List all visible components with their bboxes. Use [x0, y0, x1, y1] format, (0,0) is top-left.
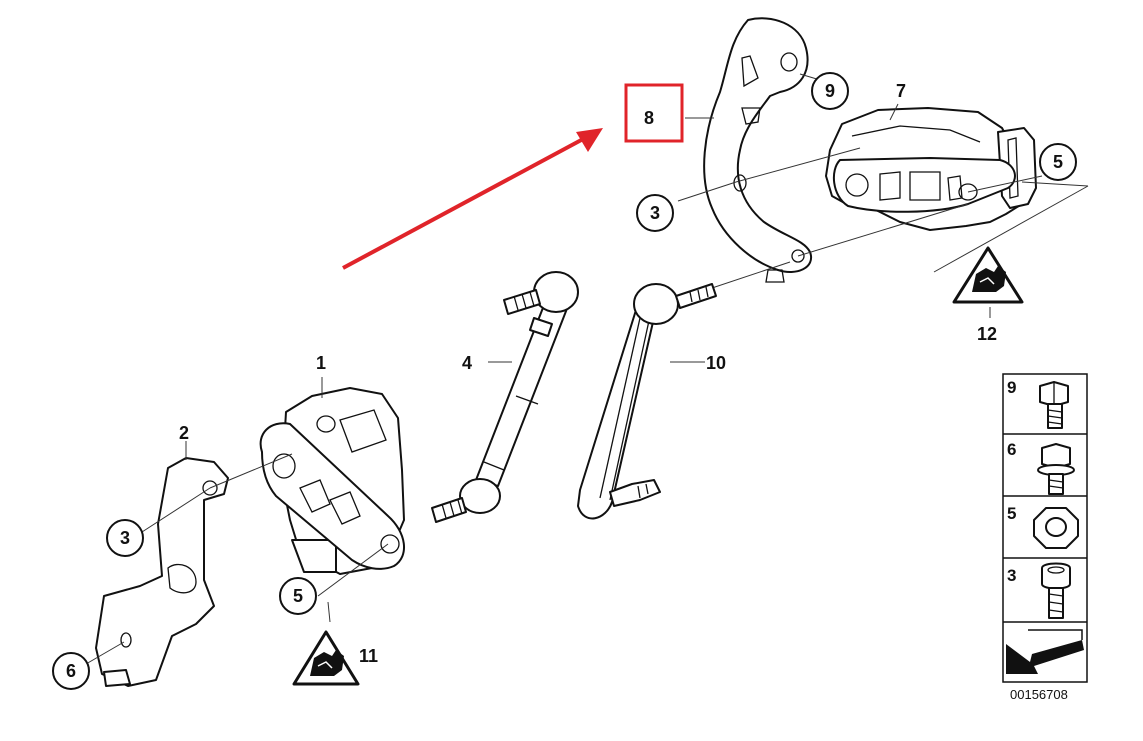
- upper-level-sensor: [825, 107, 1037, 231]
- svg-text:5: 5: [293, 586, 303, 606]
- legend-label: 3: [1007, 566, 1016, 585]
- catalog-number: 00156708: [1010, 687, 1068, 702]
- label-2: 2: [179, 423, 189, 443]
- label-4: 4: [462, 353, 472, 373]
- lower-level-sensor: [259, 377, 406, 623]
- svg-text:9: 9: [825, 81, 835, 101]
- upper-bracket: [703, 17, 813, 283]
- callout-3-upper: 3: [636, 194, 674, 232]
- legend-label: 6: [1007, 440, 1016, 459]
- socket-screw-icon: [1041, 562, 1071, 619]
- lower-link-rod: [431, 271, 579, 523]
- hex-nut-icon: [1033, 507, 1079, 549]
- callout-3-lower: 3: [106, 519, 144, 557]
- annotation-arrow: [342, 128, 603, 270]
- hex-bolt-icon: [1039, 381, 1069, 429]
- svg-text:8: 8: [644, 108, 654, 128]
- label-1: 1: [316, 353, 326, 373]
- highlighted-label-8: 8: [624, 83, 684, 143]
- svg-text:3: 3: [650, 203, 660, 223]
- lower-bracket: [85, 441, 293, 687]
- callout-5-lower: 5: [279, 577, 317, 615]
- legend-label: 9: [1007, 378, 1016, 397]
- label-11: 11: [359, 646, 378, 666]
- callout-6: 6: [52, 652, 90, 690]
- flange-bolt-icon: [1037, 443, 1075, 495]
- label-7: 7: [896, 81, 906, 101]
- upper-leader-lines: [677, 73, 1089, 318]
- warning-triangle-icon: [952, 246, 1024, 304]
- label-10: 10: [706, 353, 726, 373]
- svg-text:3: 3: [120, 528, 130, 548]
- legend-label: 5: [1007, 504, 1016, 523]
- warning-triangle-icon: [292, 630, 360, 686]
- hardware-legend: 9 6 5 3: [1002, 373, 1088, 683]
- label-12: 12: [977, 324, 997, 344]
- upper-link-rod: [577, 283, 717, 520]
- arrow-icon: [1006, 629, 1084, 674]
- callout-5-upper: 5: [1039, 143, 1077, 181]
- svg-text:6: 6: [66, 661, 76, 681]
- svg-text:5: 5: [1053, 152, 1063, 172]
- callout-9: 9: [811, 72, 849, 110]
